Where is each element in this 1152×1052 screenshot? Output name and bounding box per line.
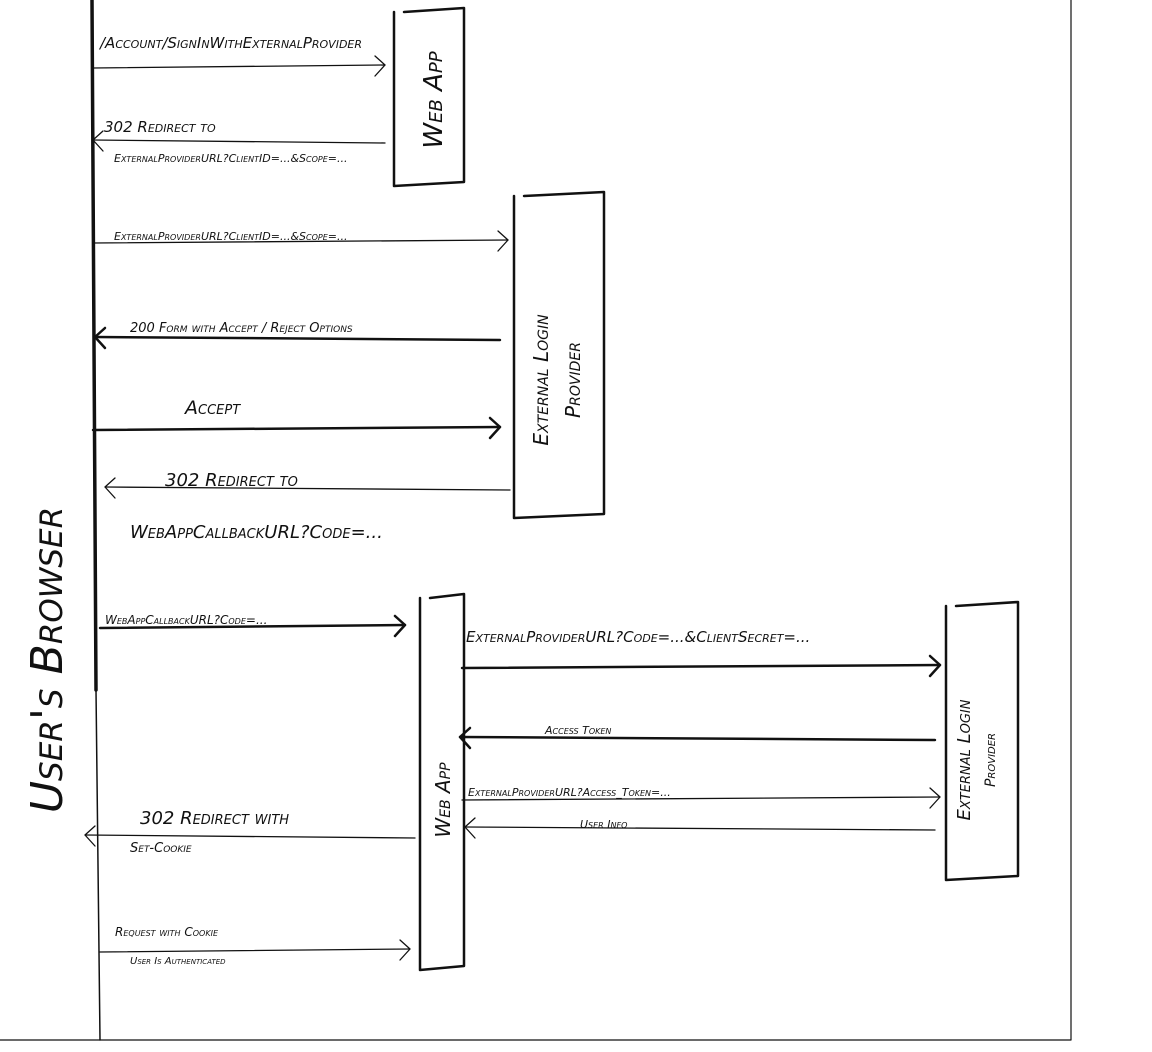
web-app-box-1 [392, 6, 466, 188]
arrowhead-access-token [458, 726, 472, 750]
label-set-cookie: 302 Redirect with [140, 808, 289, 829]
label-callback-request: WebAppCallbackURL?Code=... [105, 613, 267, 627]
label-userinfo-request: ExternalProviderURL?Access_Token=... [468, 786, 671, 799]
external-provider-label-1: External Login [529, 314, 553, 446]
label-access-token: Access Token [544, 724, 611, 737]
arrow-redirect-to-callback [104, 486, 511, 491]
arrowhead-redirect-to-provider [92, 130, 104, 152]
arrowhead-redirect-to-callback [104, 477, 116, 499]
arrowhead-code-exchange [928, 654, 942, 678]
label-authenticated-request: Request with Cookie [115, 925, 219, 939]
arrowhead-signin-request [374, 55, 386, 77]
arrow-accept [91, 425, 502, 432]
external-provider-label-2: External Login [954, 699, 975, 820]
arrowhead-user-info [464, 817, 476, 839]
web-app-label-1: Web App [419, 51, 449, 148]
label-signin-request: /Account/SignInWithExternalProvider [98, 34, 362, 52]
browser-lifeline-lower [95, 689, 101, 1041]
arrowhead-callback-request [393, 614, 407, 638]
label-code-exchange: ExternalProviderURL?Code=...&ClientSecre… [466, 628, 810, 646]
label-set-cookie: Set-Cookie [130, 841, 192, 856]
browser-lifeline [90, 0, 98, 692]
external-provider-label-2b: Provider [983, 733, 999, 787]
arrowhead-userinfo-request [929, 787, 941, 809]
label-consent-form: 200 Form with Accept / Reject Options [130, 321, 353, 336]
arrow-authenticated-request [99, 948, 411, 953]
label-redirect-to-provider: ExternalProviderURL?ClientID=...&Scope=.… [114, 152, 347, 165]
label-user-info: User Info [580, 818, 627, 831]
label-accept: Accept [183, 397, 241, 419]
external-provider-box-2 [944, 600, 1020, 882]
external-provider-box-1 [512, 190, 606, 520]
arrow-access-token [458, 735, 937, 742]
arrow-code-exchange [460, 663, 942, 670]
arrowhead-consent-form [93, 326, 107, 350]
web-app-label-2: Web App [431, 762, 455, 838]
external-provider-label-1b: Provider [561, 342, 585, 418]
label-redirect-to-callback: WebAppCallbackURL?Code=... [130, 522, 383, 543]
arrow-callback-request [98, 623, 407, 630]
arrow-provider-request [92, 239, 509, 244]
web-app-box-2 [418, 592, 466, 972]
arrow-consent-form [93, 335, 502, 342]
arrowhead-authenticated-request [399, 939, 411, 961]
arrow-set-cookie [84, 834, 416, 839]
arrowhead-accept [488, 416, 502, 440]
frame-border [0, 0, 1072, 1041]
label-authenticated-request: User Is Authenticated [130, 956, 226, 967]
browser-label: User's Browser [22, 507, 73, 813]
arrow-signin-request [92, 64, 386, 69]
arrow-redirect-to-provider [92, 139, 386, 144]
label-provider-request: ExternalProviderURL?ClientID=...&Scope=.… [114, 230, 347, 243]
arrowhead-provider-request [497, 230, 509, 252]
label-redirect-to-provider: 302 Redirect to [104, 118, 216, 136]
arrow-userinfo-request [461, 796, 941, 801]
arrowhead-set-cookie [84, 825, 96, 847]
arrow-user-info [464, 826, 936, 831]
label-redirect-to-callback: 302 Redirect to [165, 470, 298, 491]
